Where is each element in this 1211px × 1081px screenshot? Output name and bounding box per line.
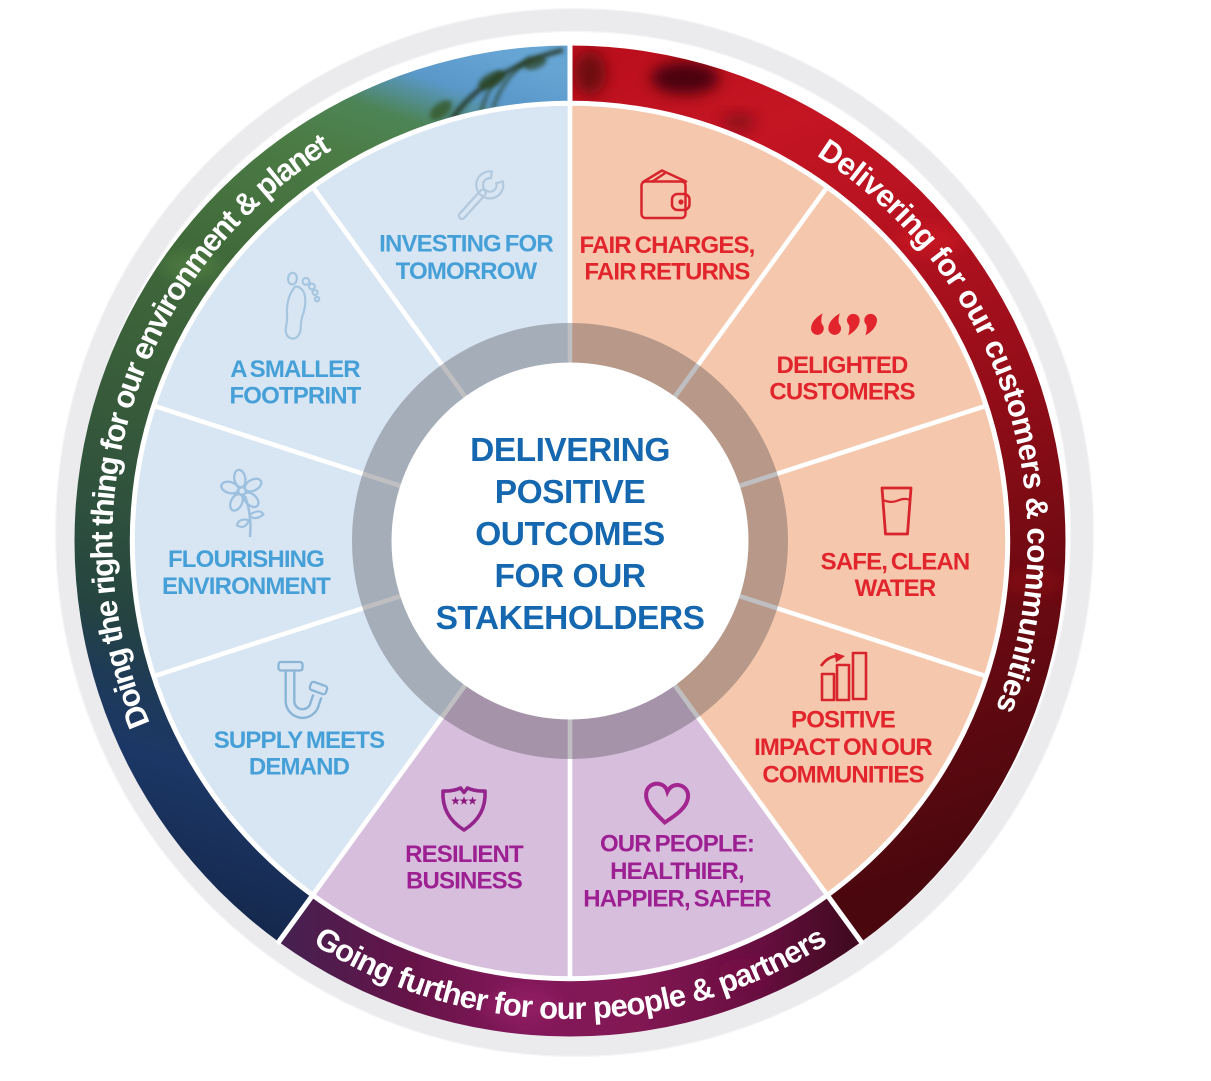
svg-text:HAPPIER, SAFER: HAPPIER, SAFER <box>583 886 771 913</box>
svg-text:FOOTPRINT: FOOTPRINT <box>229 383 361 410</box>
svg-text:OUTCOMES: OUTCOMES <box>475 516 665 553</box>
svg-text:TOMORROW: TOMORROW <box>396 258 538 285</box>
svg-text:BUSINESS: BUSINESS <box>406 868 523 895</box>
svg-text:POSITIVE: POSITIVE <box>495 474 646 511</box>
svg-text:STAKEHOLDERS: STAKEHOLDERS <box>436 600 705 637</box>
svg-text:POSITIVE: POSITIVE <box>791 707 896 734</box>
svg-text:SAFE, CLEAN: SAFE, CLEAN <box>821 549 970 576</box>
svg-text:A SMALLER: A SMALLER <box>230 356 360 383</box>
svg-text:FOR OUR: FOR OUR <box>495 558 646 595</box>
svg-text:COMMUNITIES: COMMUNITIES <box>762 762 924 789</box>
svg-text:FAIR RETURNS: FAIR RETURNS <box>584 259 750 286</box>
svg-text:OUR PEOPLE:: OUR PEOPLE: <box>600 831 754 858</box>
svg-text:RESILIENT: RESILIENT <box>405 841 524 868</box>
svg-text:HEALTHIER,: HEALTHIER, <box>610 858 744 885</box>
svg-text:DEMAND: DEMAND <box>249 754 350 781</box>
svg-text:SUPPLY MEETS: SUPPLY MEETS <box>214 727 385 754</box>
svg-text:WATER: WATER <box>855 575 936 602</box>
svg-text:ENVIRONMENT: ENVIRONMENT <box>162 573 331 600</box>
svg-text:FLOURISHING: FLOURISHING <box>168 546 324 573</box>
svg-text:IMPACT ON OUR: IMPACT ON OUR <box>754 734 932 761</box>
svg-text:INVESTING FOR: INVESTING FOR <box>379 231 553 258</box>
svg-text:FAIR CHARGES,: FAIR CHARGES, <box>580 232 755 259</box>
svg-text:CUSTOMERS: CUSTOMERS <box>769 379 915 406</box>
svg-text:DELIGHTED: DELIGHTED <box>776 352 908 379</box>
svg-text:DELIVERING: DELIVERING <box>470 432 670 469</box>
